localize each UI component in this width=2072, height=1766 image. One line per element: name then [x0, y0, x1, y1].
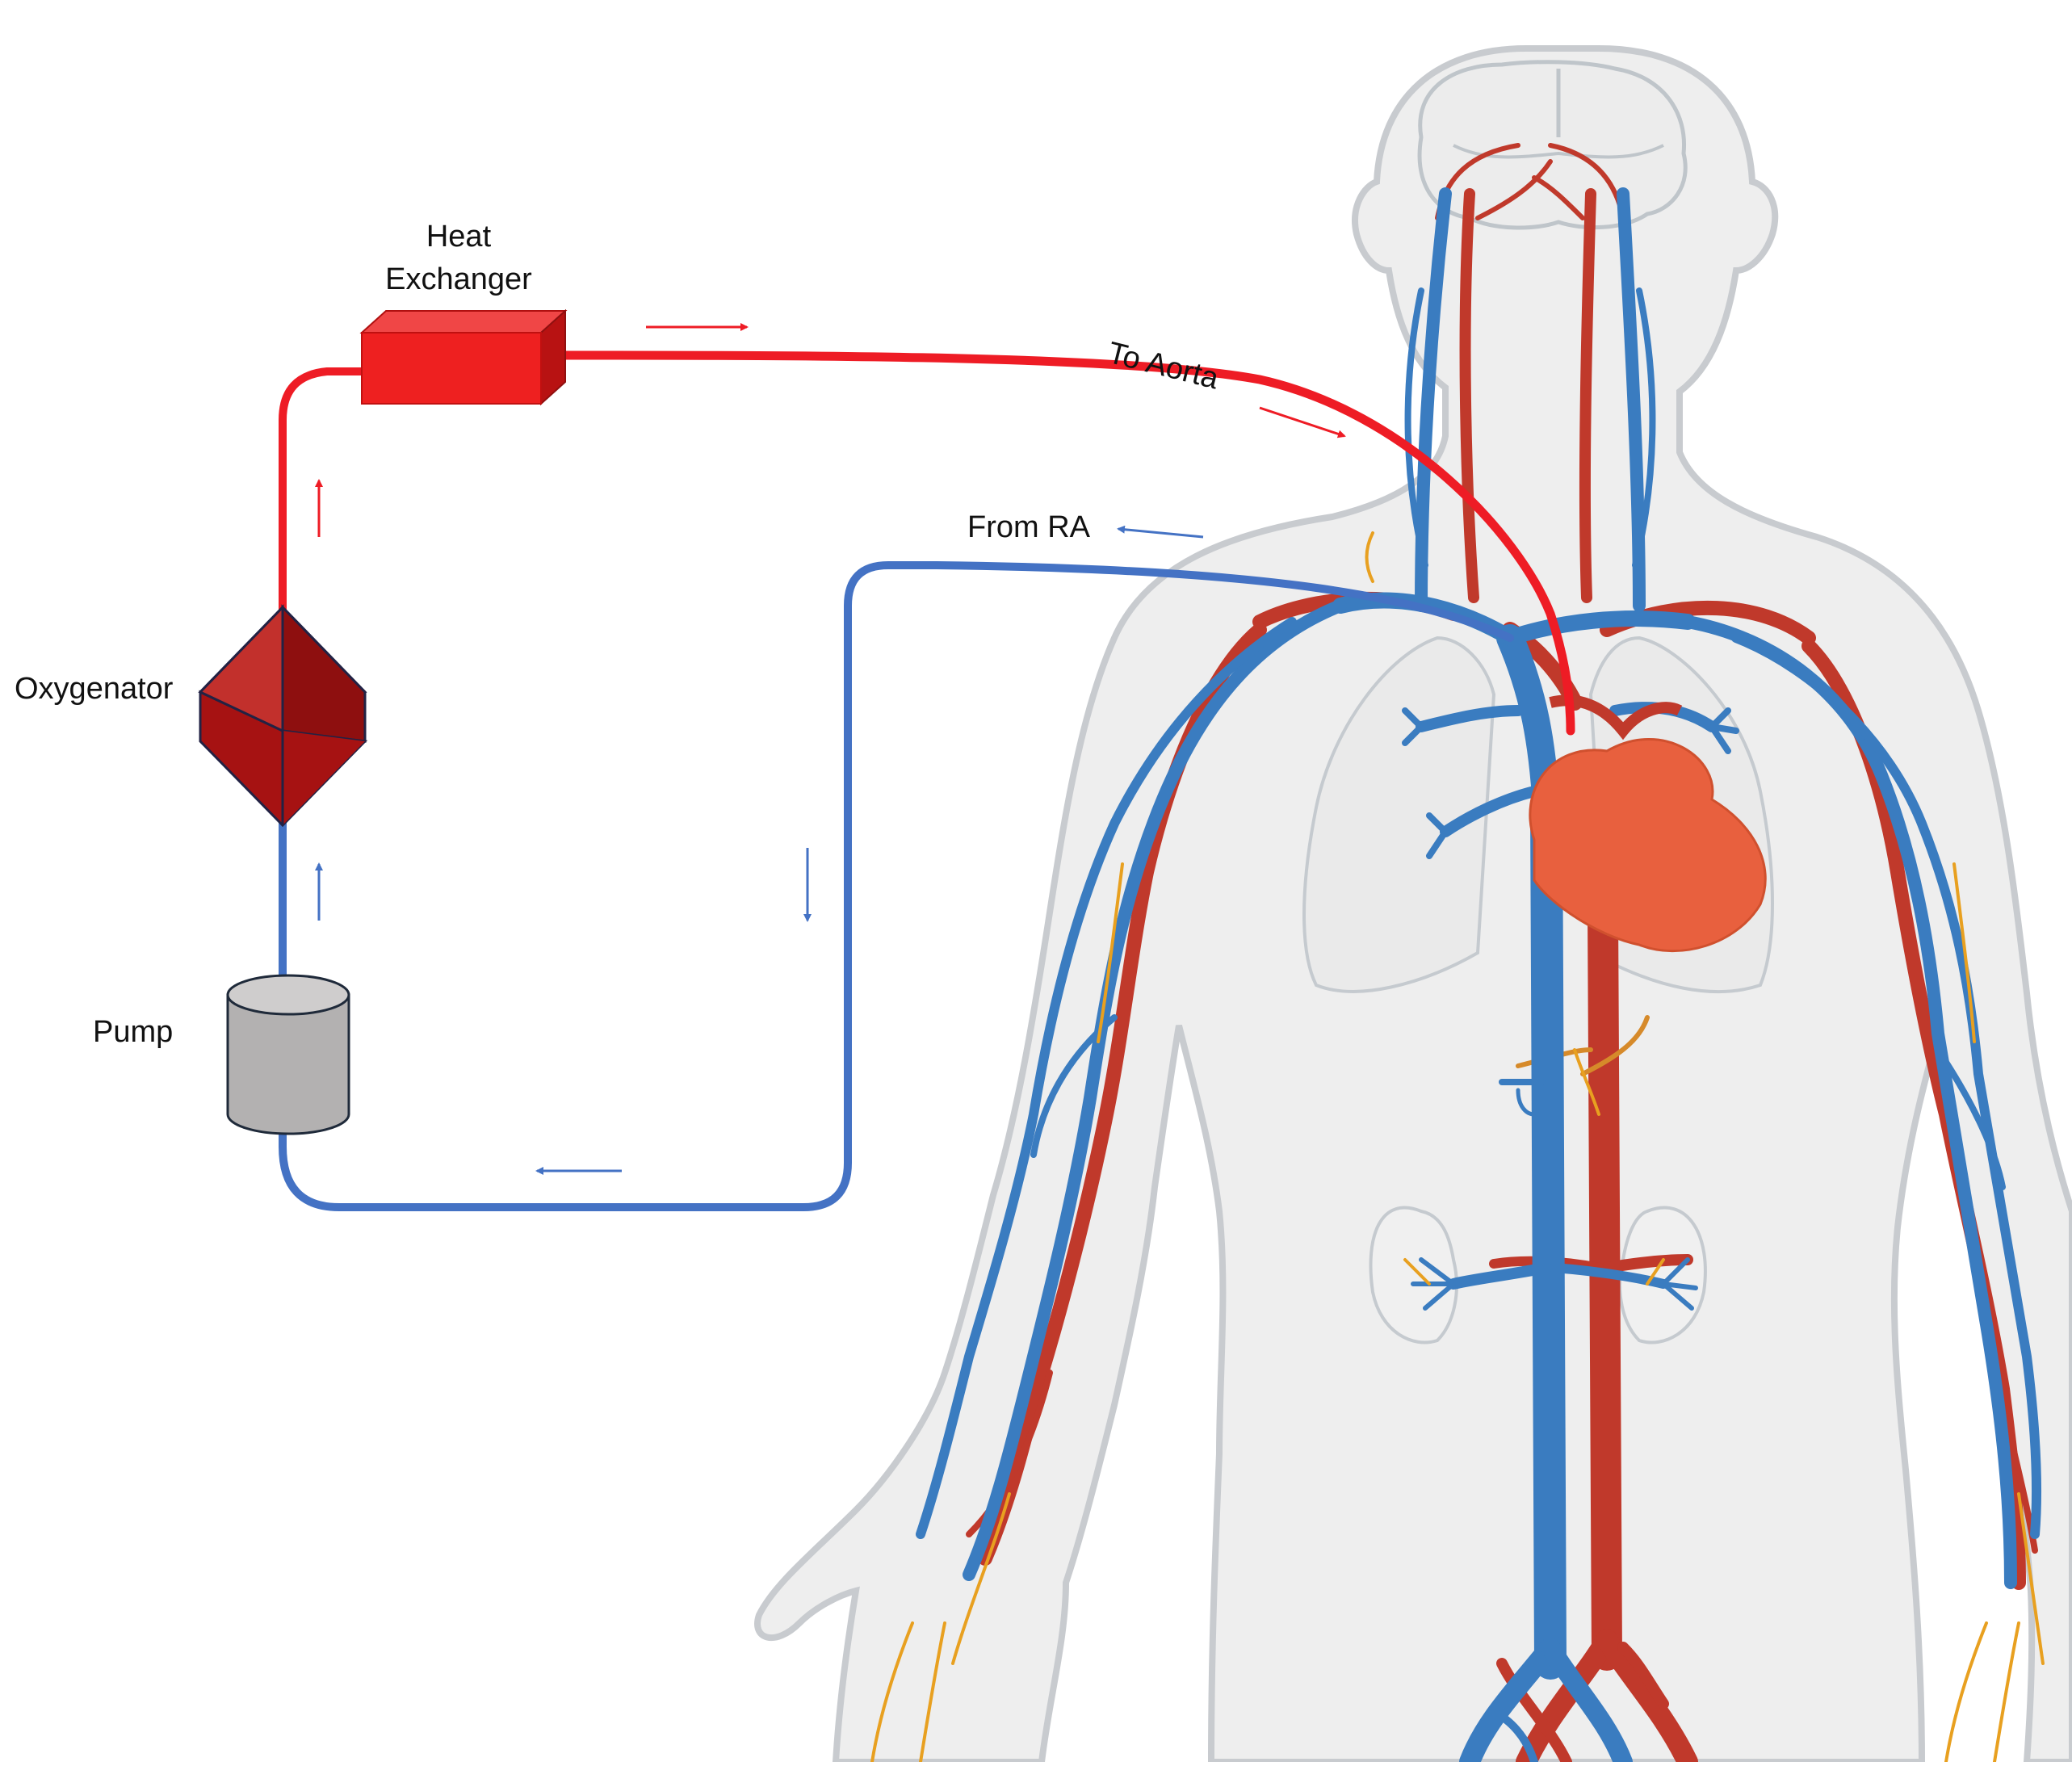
- oxygenator-to-hx-line: [279, 367, 367, 626]
- aorta: [1588, 897, 1622, 1671]
- left-kidney: [1369, 1206, 1458, 1344]
- arterial-line: [560, 350, 1575, 736]
- vena-cava: [1530, 791, 1567, 1680]
- oxygenator-icon: [198, 604, 368, 828]
- carotid-right: [1579, 188, 1596, 603]
- label-to-aorta: To Aorta: [1105, 336, 1223, 396]
- right-kidney: [1618, 1206, 1707, 1344]
- nerve-lines: [870, 531, 2045, 1764]
- arrow-icon: [1259, 406, 1346, 438]
- circuit-tubing: [279, 350, 1575, 1211]
- venous-system: [916, 187, 2041, 1766]
- carotid-left: [1459, 188, 1479, 603]
- label-oxygenator: Oxygenator: [15, 672, 174, 706]
- label-heat-exchanger-line2: Exchanger: [385, 262, 532, 296]
- label-from-ra: From RA: [967, 510, 1091, 544]
- venous-line: [279, 561, 1514, 1211]
- heart-icon: [1529, 694, 1767, 953]
- cephalic-left: [963, 599, 1347, 1581]
- flow-arrows: [315, 323, 1346, 1175]
- body-silhouette: [754, 45, 2072, 1765]
- label-heat-exchanger-line1: Heat: [426, 220, 492, 254]
- label-pump: Pump: [93, 1015, 173, 1049]
- arrow-icon: [1117, 525, 1204, 539]
- heat-exchanger-icon: [359, 308, 568, 406]
- pump-icon: [226, 974, 350, 1135]
